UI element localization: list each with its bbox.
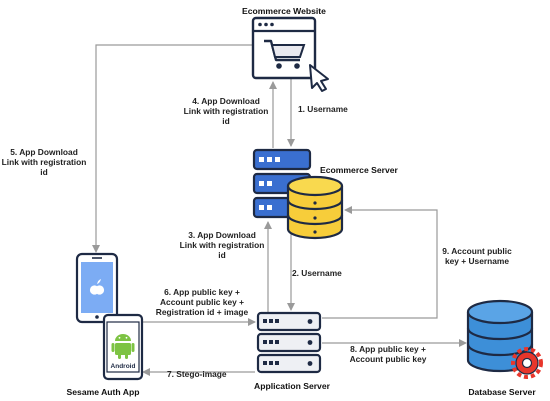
database-gear-icon: [466, 299, 543, 379]
edge-label-3: 3. App Download Link with registration i…: [179, 230, 265, 260]
android-robot-icon: [111, 334, 135, 359]
ecommerce-website-label: Ecommerce Website: [242, 6, 326, 16]
application-server-label: Application Server: [254, 381, 330, 391]
edge-label-7: 7. Stego-image: [167, 369, 227, 379]
android-label: Android: [111, 363, 136, 370]
shopping-cart-icon: [251, 16, 329, 92]
edge-9-app-server-to-ecommerce-server: [322, 206, 438, 319]
edge-label-4: 4. App Download Link with registration i…: [183, 96, 269, 126]
edge-label-1: 1. Username: [298, 104, 348, 114]
edge-label-6: 6. App public key + Account public key +…: [155, 287, 249, 317]
database-server-label: Database Server: [468, 387, 536, 397]
gear-icon: [511, 347, 543, 379]
server-database-icon: [252, 148, 344, 240]
server-icon: [256, 311, 322, 374]
sesame-auth-app-label: Sesame Auth App: [66, 387, 140, 397]
ecommerce-server-label: Ecommerce Server: [320, 165, 398, 175]
edge-label-5: 5. App Download Link with registration i…: [1, 147, 87, 177]
edge-label-2: 2. Username: [292, 268, 342, 278]
edge-5-website-to-phone: [92, 44, 252, 253]
edge-label-8: 8. App public key + Account public key: [349, 344, 427, 364]
apple-logo-icon: [89, 279, 105, 295]
edge-label-9: 9. Account public key + Username: [442, 246, 512, 266]
phone-icon: [75, 252, 119, 324]
android-tablet-icon: Android: [102, 313, 144, 381]
